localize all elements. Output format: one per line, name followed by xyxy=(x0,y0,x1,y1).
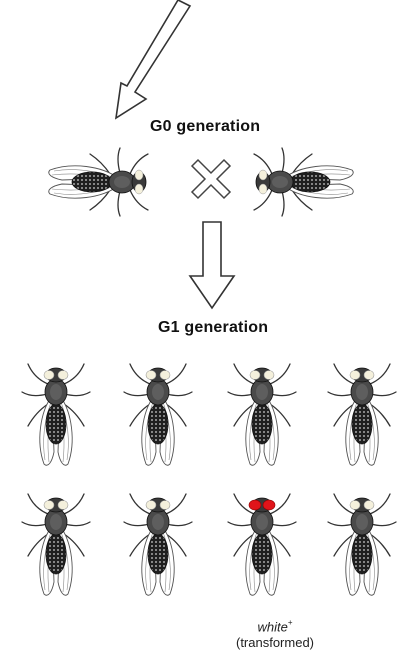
right-eye-icon xyxy=(364,501,374,510)
left-eye-icon xyxy=(44,501,54,510)
left-eye-icon xyxy=(146,501,156,510)
transformed-caption: white+ (transformed) xyxy=(220,616,330,651)
right-eye-icon xyxy=(160,371,170,380)
g1-fly xyxy=(328,494,396,595)
left-eye-icon xyxy=(350,501,360,510)
left-eye-icon xyxy=(250,371,260,380)
right-eye-icon xyxy=(58,371,68,380)
g1-fly xyxy=(124,364,192,465)
left-eye-icon xyxy=(44,371,54,380)
g1-fly xyxy=(228,364,296,465)
g1-generation-label: G1 generation xyxy=(158,319,268,337)
g1-fly xyxy=(124,494,192,595)
g1-fly xyxy=(22,364,90,465)
g1-fly-grid xyxy=(22,364,396,595)
left-eye-icon xyxy=(249,500,261,510)
g0-generation-label: G0 generation xyxy=(150,118,260,136)
caption-superscript: + xyxy=(288,618,293,627)
left-eye-icon xyxy=(350,371,360,380)
caption-word: white xyxy=(257,619,287,634)
g0-fly-left xyxy=(49,148,148,216)
g1-fly xyxy=(22,494,90,595)
left-eye-icon xyxy=(146,371,156,380)
injection-arrow xyxy=(116,0,190,118)
right-eye-icon xyxy=(264,371,274,380)
g0-fly-right xyxy=(254,148,353,216)
g1-fly-transformed xyxy=(228,494,296,595)
down-arrow xyxy=(190,222,234,308)
cross-icon xyxy=(192,160,230,198)
caption-note: (transformed) xyxy=(236,635,314,650)
right-eye-icon xyxy=(58,501,68,510)
right-eye-icon xyxy=(263,500,275,510)
right-eye-icon xyxy=(364,371,374,380)
g1-fly xyxy=(328,364,396,465)
right-eye-icon xyxy=(160,501,170,510)
